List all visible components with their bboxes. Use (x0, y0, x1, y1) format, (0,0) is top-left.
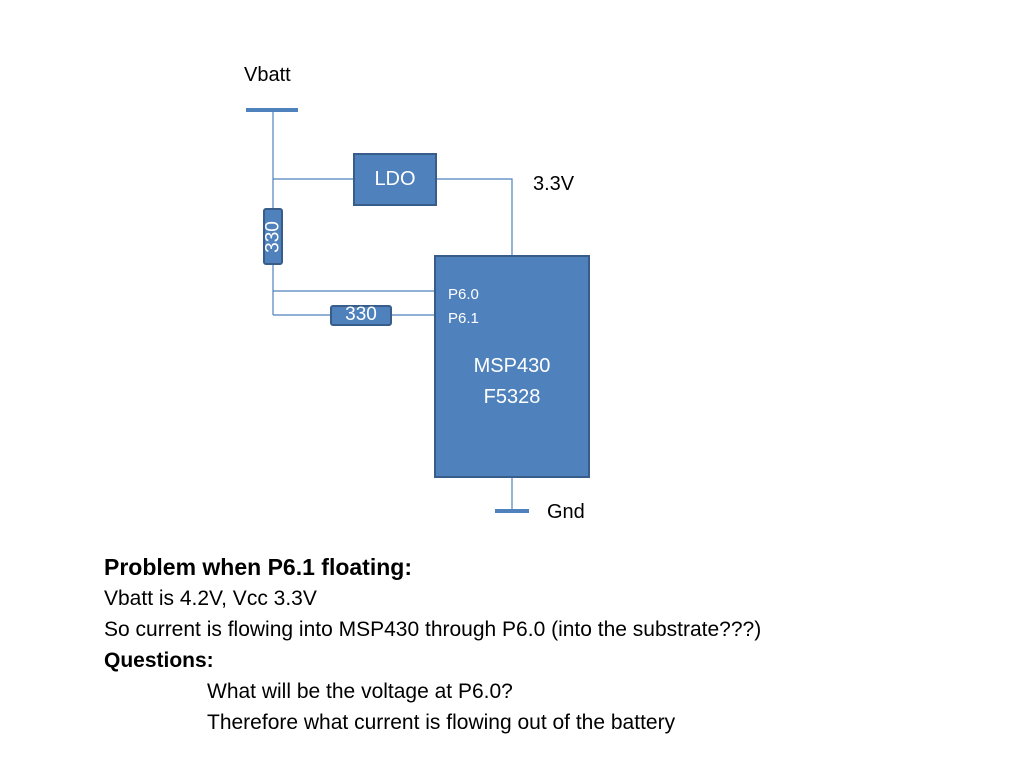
resistor-vertical-label: 330 (263, 221, 284, 253)
question-2: Therefore what current is flowing out of… (207, 711, 676, 734)
problem-heading: Problem when P6.1 floating: (104, 554, 412, 580)
pin-p61-label: P6.1 (448, 310, 479, 327)
resistor-horizontal (330, 305, 392, 326)
questions-label: Questions: (104, 649, 214, 672)
vbatt-label: Vbatt (244, 64, 291, 86)
resistor-horizontal-label: 330 (345, 304, 377, 325)
v33-label: 3.3V (533, 173, 575, 195)
current-line: So current is flowing into MSP430 throug… (104, 618, 762, 641)
question-1: What will be the voltage at P6.0? (207, 680, 513, 703)
voltage-line: Vbatt is 4.2V, Vcc 3.3V (104, 587, 317, 610)
pin-p60-label: P6.0 (448, 286, 479, 303)
resistor-vertical (263, 208, 283, 265)
ldo-output-wire (436, 178, 513, 256)
ldo-box (353, 153, 437, 206)
circuit-diagram: 330 (246, 108, 590, 513)
mcu-box (434, 255, 590, 478)
mcu-label-line2: F5328 (483, 386, 541, 408)
ldo-label: LDO (374, 168, 416, 190)
gnd-label: Gnd (547, 501, 585, 523)
problem-description: Problem when P6.1 floating: Vbatt is 4.2… (104, 552, 761, 738)
mcu-label-line1: MSP430 (473, 355, 551, 377)
